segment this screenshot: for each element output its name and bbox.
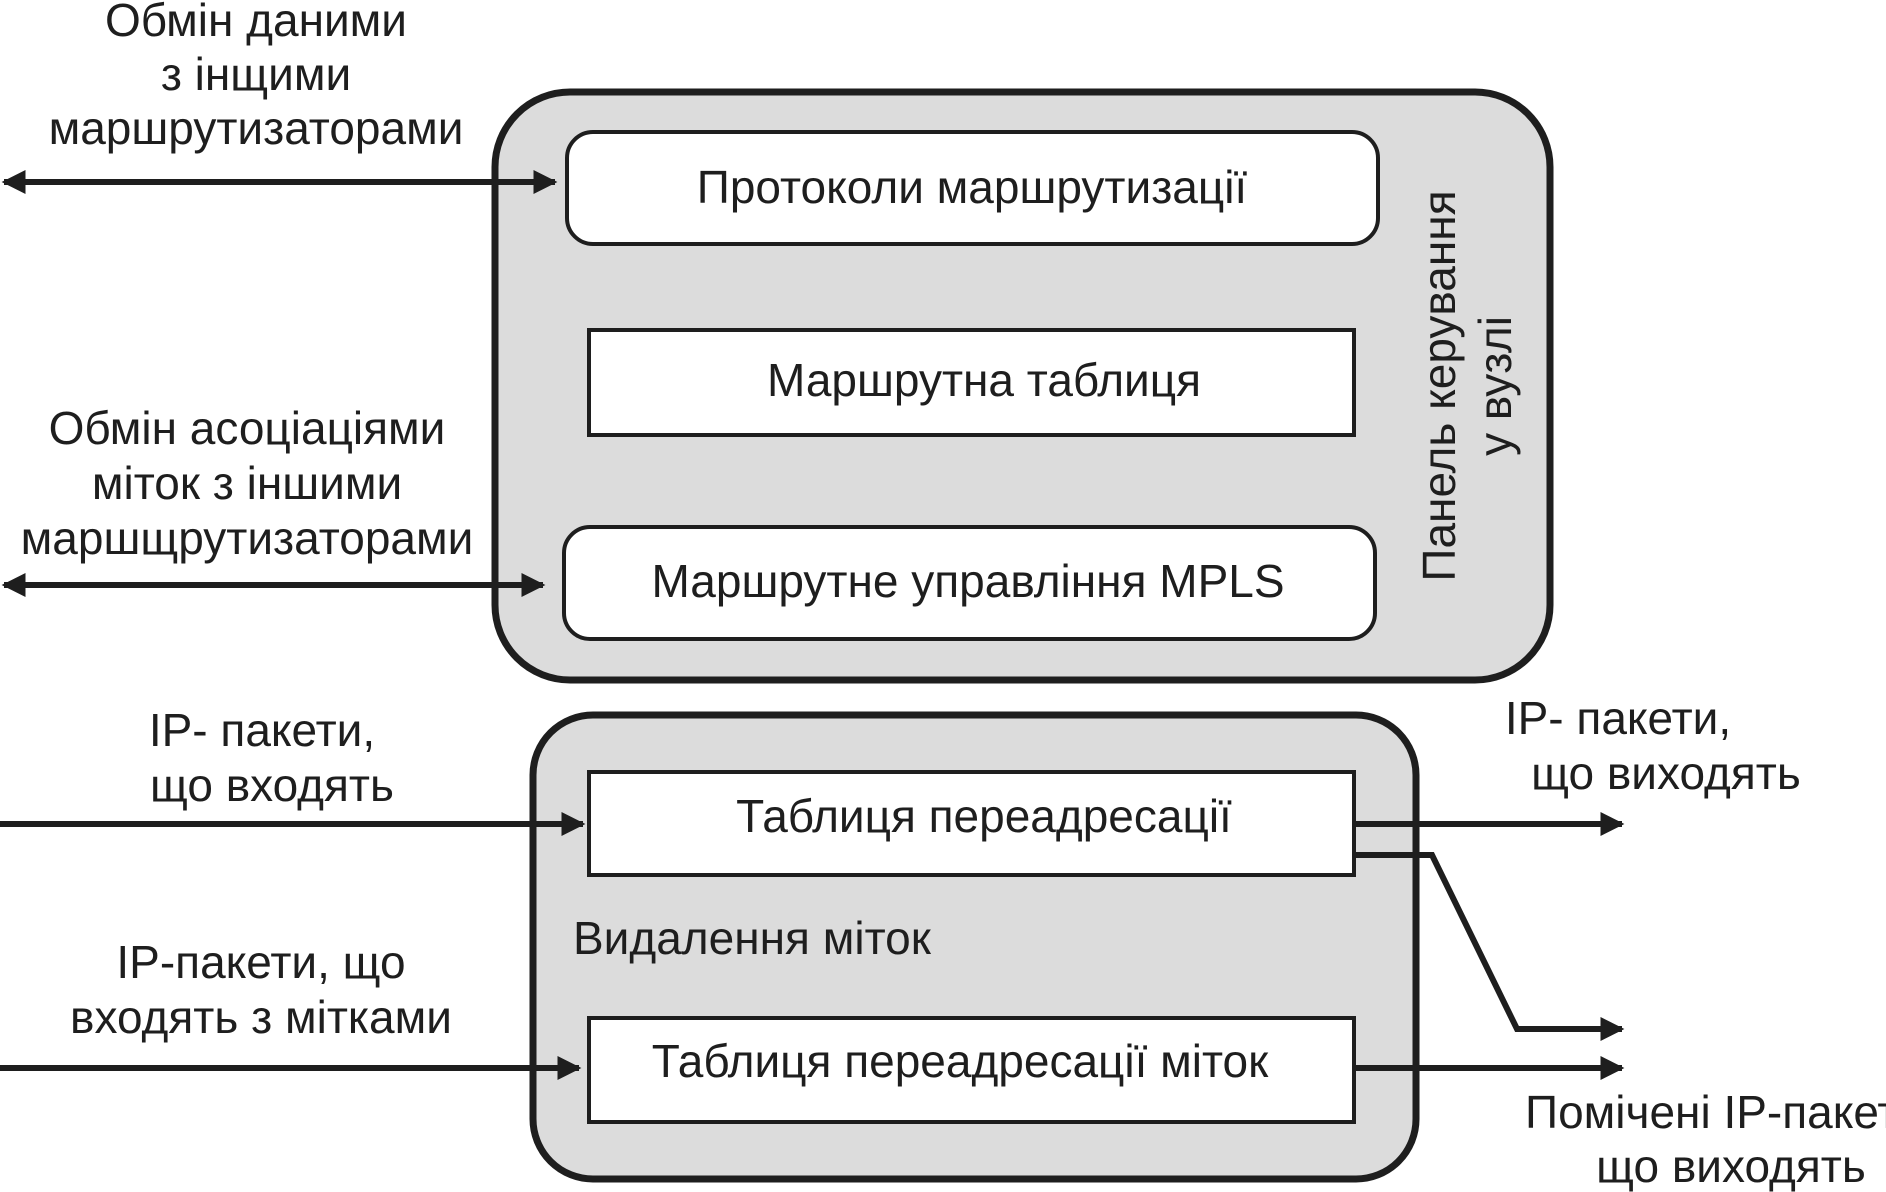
exchange-data-line2: з інщими xyxy=(161,48,351,100)
routing-protocols-box xyxy=(565,130,1380,246)
routing-table-box xyxy=(587,328,1356,437)
label-removal-label: Видалення міток xyxy=(573,912,932,964)
labeled-in-line2: входять з мітками xyxy=(70,991,452,1043)
control-panel-title-line2: у вузлі xyxy=(1469,316,1521,456)
exchange-data-line1: Обмін даними xyxy=(105,0,407,46)
routing-protocols-label: Протоколи маршрутизації xyxy=(697,161,1248,213)
mpls-control-box xyxy=(562,525,1377,641)
ip-in-line2: що входять xyxy=(150,759,394,811)
label-forwarding-table-label: Таблиця переадресації міток xyxy=(652,1035,1269,1087)
forwarding-to-labeled-out-arrow xyxy=(1354,852,1625,1041)
ip-in-line1: IP- пакети, xyxy=(149,704,375,756)
control-panel-title-line1: Панель керування xyxy=(1413,190,1465,581)
labeled-in-line1: IP-пакети, що xyxy=(116,936,405,988)
labeled-out-line1: Помічені IP-пакети, xyxy=(1525,1086,1886,1138)
forwarding-table-label: Таблиця переадресації xyxy=(736,790,1232,842)
exchange-labels-line3: маршщрутизаторами xyxy=(21,512,474,564)
ip-out-line1: IP- пакети, xyxy=(1505,692,1731,744)
labeled-out-line2: що виходять xyxy=(1596,1140,1866,1192)
exchange-labels-line1: Обмін асоціаціями xyxy=(49,402,446,454)
mpls-control-label: Маршрутне управління MPLS xyxy=(651,555,1284,607)
exchange-data-line3: маршрутизаторами xyxy=(49,102,464,154)
forwarding-table-box xyxy=(587,770,1356,877)
routing-table-label: Маршрутна таблиця xyxy=(767,354,1201,406)
ip-out-line2: що виходять xyxy=(1531,747,1801,799)
exchange-labels-line2: міток з іншими xyxy=(92,457,402,509)
label-forwarding-table-box xyxy=(587,1016,1356,1124)
